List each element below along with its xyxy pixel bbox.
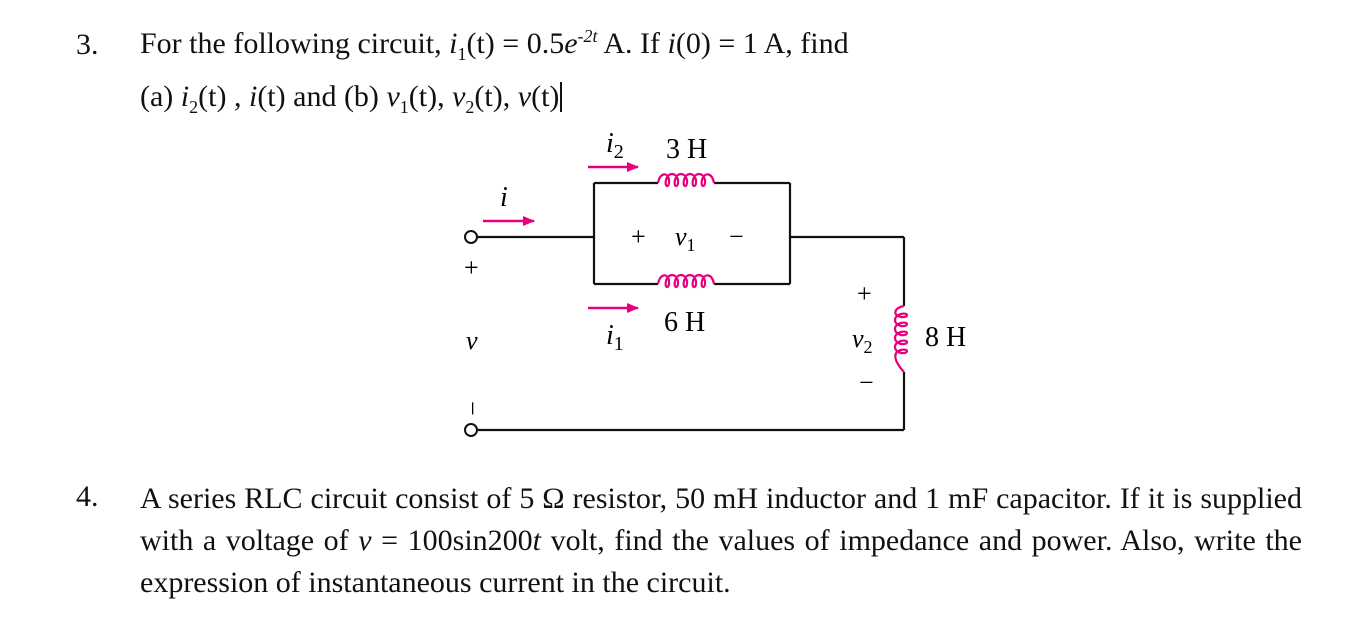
question-4-number: 4. — [76, 480, 99, 513]
sub: 1 — [457, 44, 467, 64]
question-3-line-2: (a) i2(t) , i(t) and (b) v1(t), v2(t), v… — [140, 79, 563, 117]
sub: 2 — [189, 97, 199, 117]
plus-v1: + — [631, 222, 646, 251]
q3-text: (t) and (b) — [257, 80, 387, 113]
q4-text: = 100sin200 — [371, 524, 533, 557]
var-v: v — [452, 80, 466, 113]
label-v2: v2 — [852, 324, 873, 357]
label-i: i — [500, 182, 508, 213]
sub: 1 — [399, 97, 409, 117]
plus-v2: + — [857, 279, 872, 308]
question-3-line-1: For the following circuit, i1(t) = 0.5e-… — [140, 26, 849, 64]
label-6h: 6 H — [664, 307, 705, 338]
var-t: t — [532, 524, 542, 557]
minus-v1: − — [729, 222, 744, 251]
var-i: i — [180, 80, 190, 113]
label-3h: 3 H — [666, 134, 707, 165]
var-v: v — [517, 80, 532, 113]
q3-text: (a) — [140, 80, 181, 113]
q4-text: volt, find the values of impedance and p… — [140, 524, 1302, 599]
q3-text: (t) , — [198, 80, 249, 113]
q4-text: A series RLC circuit consist of 5 Ω resi… — [140, 482, 1302, 557]
question-4-text: A series RLC circuit consist of 5 Ω resi… — [140, 478, 1302, 604]
q3-text: (0) = 1 A, find — [675, 27, 849, 60]
var-i: i — [449, 27, 458, 60]
label-8h: 8 H — [925, 322, 966, 353]
var-i: i — [667, 27, 676, 60]
var-v: v — [386, 80, 400, 113]
label-v: v — [466, 326, 478, 355]
text-cursor — [560, 82, 563, 112]
label-i1: i1 — [606, 320, 624, 355]
minus-source: − — [458, 401, 487, 416]
terminal-bottom — [464, 423, 478, 437]
q3-text: (t) — [531, 80, 560, 113]
var-e: e — [564, 27, 578, 60]
circuit-wires — [477, 181, 906, 432]
label-i2: i2 — [606, 128, 624, 163]
q3-text: = 0.5 — [494, 27, 565, 60]
terminal-top — [464, 230, 478, 244]
var-i: i — [248, 80, 258, 113]
q3-text: (t), — [408, 80, 453, 113]
q3-text: (t), — [474, 80, 518, 113]
minus-v2: − — [859, 368, 874, 397]
q3-text: A. If — [597, 27, 668, 60]
q3-text: (t) — [466, 27, 495, 60]
exponent: -2t — [577, 26, 598, 46]
q3-text: For the following circuit, — [140, 27, 450, 60]
label-v1: v1 — [675, 222, 696, 255]
question-3-number: 3. — [76, 28, 99, 61]
inductor-3h — [656, 172, 716, 188]
var-v: v — [358, 524, 372, 557]
sub: 2 — [465, 97, 475, 117]
plus-source: + — [464, 253, 479, 282]
inductor-6h — [656, 273, 716, 289]
inductor-8h — [893, 304, 909, 373]
